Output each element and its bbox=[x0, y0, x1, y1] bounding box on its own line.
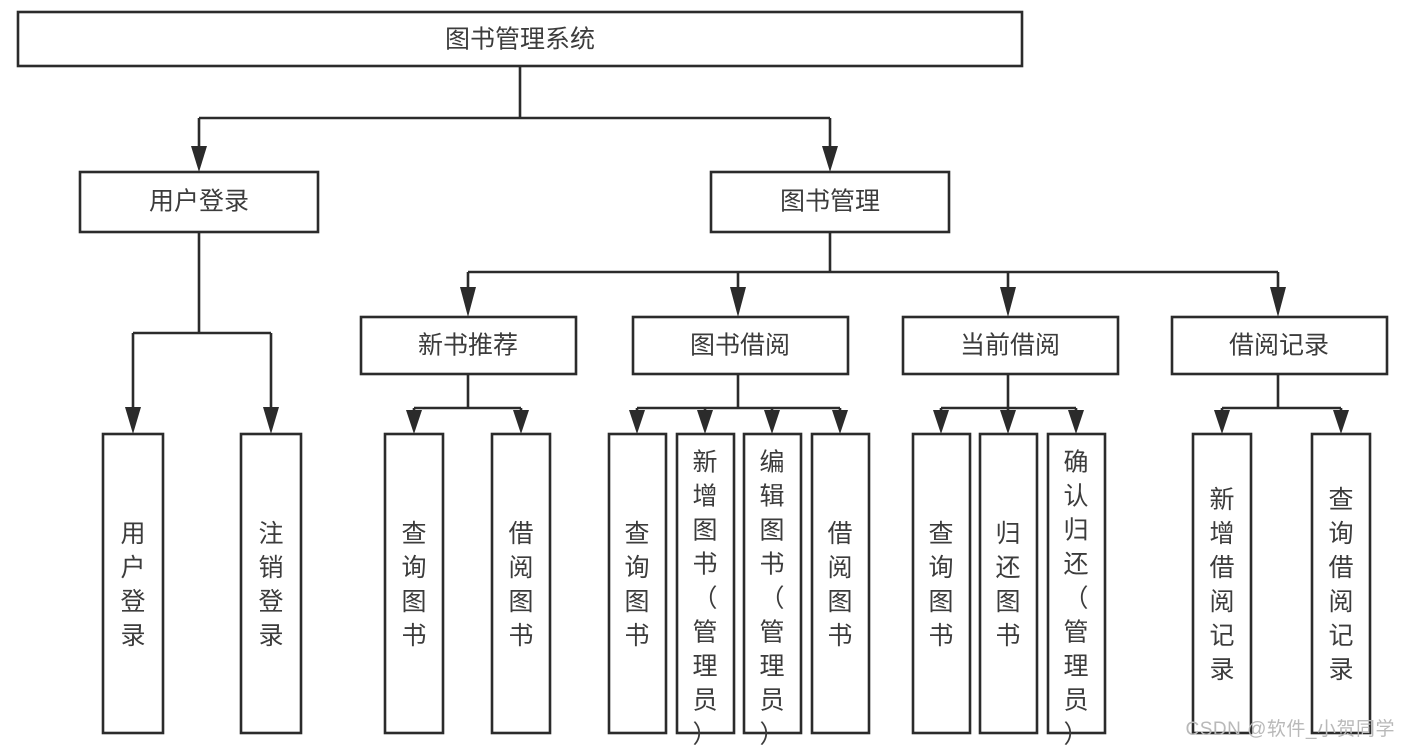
arrow-to-leaf-user-login bbox=[125, 407, 141, 434]
node-root-box[interactable] bbox=[16, 10, 1024, 68]
arrow-to-book-borrow bbox=[730, 287, 746, 317]
node-leaf-edit-book-label: 编辑图书（管理员） bbox=[759, 449, 784, 747]
arrow-to-leaf-user-logout bbox=[263, 407, 279, 434]
node-book-borrow-label: 图书借阅 bbox=[690, 332, 790, 360]
node-leaf-user-login-box[interactable] bbox=[101, 432, 165, 735]
node-leaf-borrow-book-2-label: 借阅图书 bbox=[827, 520, 852, 650]
arrow-to-leaf-query-book-1 bbox=[406, 410, 422, 434]
node-book-management-box[interactable] bbox=[709, 170, 951, 234]
node-book-management-label: 图书管理 bbox=[780, 188, 880, 216]
node-book-borrow[interactable]: 图书借阅 bbox=[631, 315, 850, 376]
node-current-borrow[interactable]: 当前借阅 bbox=[901, 315, 1120, 376]
node-leaf-query-record[interactable]: 查询借阅记录 bbox=[1310, 432, 1372, 735]
node-leaf-borrow-book-1-label: 借阅图书 bbox=[508, 520, 533, 650]
node-root[interactable]: 图书管理系统 bbox=[16, 10, 1024, 68]
arrow-to-current-borrow bbox=[1000, 287, 1016, 317]
node-current-borrow-box[interactable] bbox=[901, 315, 1120, 376]
arrow-to-leaf-query-book-3 bbox=[933, 410, 949, 434]
node-leaf-return-book-box[interactable] bbox=[978, 432, 1039, 735]
node-book-management[interactable]: 图书管理 bbox=[709, 170, 951, 234]
arrow-to-leaf-add-record bbox=[1214, 410, 1230, 434]
node-leaf-borrow-book-2-box[interactable] bbox=[810, 432, 871, 735]
arrow-to-leaf-confirm-return bbox=[1068, 410, 1084, 434]
node-leaf-query-book-1-label: 查询图书 bbox=[401, 520, 426, 650]
node-leaf-edit-book-box[interactable] bbox=[742, 432, 803, 735]
node-leaf-query-book-3[interactable]: 查询图书 bbox=[911, 432, 972, 735]
node-leaf-add-book-box[interactable] bbox=[675, 432, 736, 735]
node-new-book-recommend-box[interactable] bbox=[359, 315, 578, 376]
arrow-to-leaf-query-record bbox=[1333, 410, 1349, 434]
arrow-to-leaf-borrow-book-1 bbox=[513, 410, 529, 434]
node-user-login-label: 用户登录 bbox=[149, 188, 249, 216]
node-leaf-confirm-return-box[interactable] bbox=[1046, 432, 1107, 735]
node-borrow-record-label: 借阅记录 bbox=[1229, 332, 1329, 360]
arrow-to-leaf-return-book bbox=[1000, 410, 1016, 434]
arrow-to-leaf-query-book-2 bbox=[629, 410, 645, 434]
node-leaf-add-book-label: 新增图书（管理员） bbox=[692, 449, 717, 747]
node-new-book-recommend[interactable]: 新书推荐 bbox=[359, 315, 578, 376]
arrow-to-borrow-record bbox=[1270, 287, 1286, 317]
node-leaf-add-record-label: 新增借阅记录 bbox=[1209, 486, 1234, 684]
node-leaf-query-book-3-box[interactable] bbox=[911, 432, 972, 735]
node-new-book-recommend-label: 新书推荐 bbox=[418, 332, 518, 360]
node-leaf-query-record-label: 查询借阅记录 bbox=[1328, 486, 1353, 684]
arrow-to-book-management bbox=[822, 146, 838, 172]
node-borrow-record[interactable]: 借阅记录 bbox=[1170, 315, 1389, 376]
node-leaf-query-record-box[interactable] bbox=[1310, 432, 1372, 735]
arrow-to-leaf-edit-book bbox=[764, 410, 780, 434]
arrow-to-leaf-add-book bbox=[697, 410, 713, 434]
node-leaf-add-record[interactable]: 新增借阅记录 bbox=[1191, 432, 1253, 735]
node-leaf-confirm-return[interactable]: 确认归还（管理员） bbox=[1046, 432, 1107, 747]
node-current-borrow-label: 当前借阅 bbox=[960, 332, 1060, 360]
node-leaf-edit-book[interactable]: 编辑图书（管理员） bbox=[742, 432, 803, 747]
node-user-login-box[interactable] bbox=[78, 170, 320, 234]
arrow-to-user-login bbox=[191, 146, 207, 172]
node-leaf-query-book-3-label: 查询图书 bbox=[928, 520, 953, 650]
node-leaf-query-book-2-box[interactable] bbox=[607, 432, 668, 735]
node-leaf-user-logout-label: 注销登录 bbox=[258, 520, 283, 650]
node-leaf-borrow-book-1-box[interactable] bbox=[490, 432, 552, 735]
node-leaf-query-book-2-label: 查询图书 bbox=[624, 520, 649, 650]
node-leaf-borrow-book-1[interactable]: 借阅图书 bbox=[490, 432, 552, 735]
node-user-login[interactable]: 用户登录 bbox=[78, 170, 320, 234]
node-leaf-query-book-1[interactable]: 查询图书 bbox=[383, 432, 445, 735]
node-leaf-borrow-book-2[interactable]: 借阅图书 bbox=[810, 432, 871, 735]
arrow-to-new-book-recommend bbox=[460, 287, 476, 317]
node-root-label: 图书管理系统 bbox=[445, 26, 595, 54]
node-leaf-query-book-2[interactable]: 查询图书 bbox=[607, 432, 668, 735]
node-leaf-query-book-1-box[interactable] bbox=[383, 432, 445, 735]
connector-layer bbox=[125, 66, 1349, 434]
node-leaf-return-book[interactable]: 归还图书 bbox=[978, 432, 1039, 735]
node-leaf-user-logout-box[interactable] bbox=[239, 432, 303, 735]
node-leaf-user-login[interactable]: 用户登录 bbox=[101, 432, 165, 735]
node-leaf-return-book-label: 归还图书 bbox=[995, 520, 1020, 650]
node-leaf-user-logout[interactable]: 注销登录 bbox=[239, 432, 303, 735]
node-book-borrow-box[interactable] bbox=[631, 315, 850, 376]
node-leaf-confirm-return-label: 确认归还（管理员） bbox=[1063, 449, 1088, 747]
node-leaf-add-record-box[interactable] bbox=[1191, 432, 1253, 735]
node-leaf-user-login-label: 用户登录 bbox=[120, 520, 145, 650]
node-leaf-add-book[interactable]: 新增图书（管理员） bbox=[675, 432, 736, 747]
node-borrow-record-box[interactable] bbox=[1170, 315, 1389, 376]
arrow-to-leaf-borrow-book-2 bbox=[832, 410, 848, 434]
